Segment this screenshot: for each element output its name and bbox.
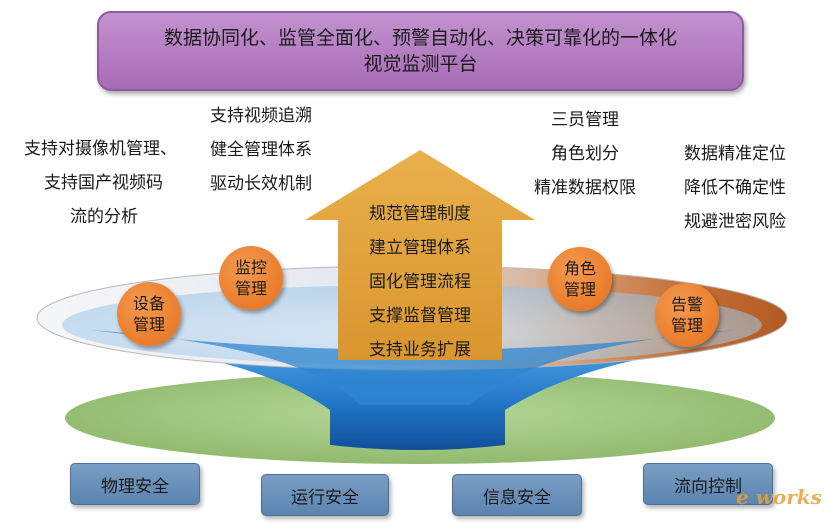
- circle-alarm-line1: 告警: [670, 295, 703, 314]
- circle-device-management: 设备 管理: [117, 282, 181, 346]
- circle-alarm-line2: 管理: [670, 316, 703, 335]
- base-box-flow-control: 流向控制: [643, 463, 773, 505]
- up-arrow: [305, 150, 535, 360]
- eworks-logo: e works: [736, 485, 822, 509]
- circle-alarm-management: 告警 管理: [655, 283, 719, 347]
- left-feature-1: 支持对摄像机管理、: [24, 139, 177, 159]
- circle-role-line1: 角色: [563, 259, 596, 278]
- arrow-item-4: 支撑监督管理: [369, 306, 471, 326]
- center-right-feature-1: 三员管理: [551, 110, 619, 130]
- center-right-feature-list: 三员管理 角色划分 精准数据权限: [525, 103, 645, 205]
- right-feature-3: 规避泄密风险: [684, 212, 786, 232]
- platform-title-box: 数据协同化、监管全面化、预警自动化、决策可靠化的一体化 视觉监测平台: [97, 11, 744, 91]
- circle-device-line2: 管理: [132, 315, 165, 334]
- right-feature-1: 数据精准定位: [684, 144, 786, 164]
- left-feature-3: 流的分析: [70, 207, 138, 227]
- center-left-feature-2: 健全管理体系: [210, 140, 312, 160]
- center-right-feature-2: 角色划分: [551, 144, 619, 164]
- circle-monitor-line2: 管理: [234, 279, 267, 298]
- circle-device-line1: 设备: [132, 294, 165, 313]
- arrow-item-2: 建立管理体系: [369, 238, 471, 258]
- circle-monitor-line1: 监控: [234, 258, 267, 277]
- platform-title-line2: 视觉监测平台: [363, 53, 478, 75]
- base-box-physical-security: 物理安全: [70, 463, 200, 505]
- right-feature-list: 数据精准定位 降低不确定性 规避泄密风险: [684, 137, 786, 239]
- left-feature-list: 支持对摄像机管理、 支持国产视频码 流的分析: [24, 132, 177, 234]
- arrow-item-5: 支持业务扩展: [369, 340, 471, 360]
- center-left-feature-1: 支持视频追溯: [210, 106, 312, 126]
- circle-role-line2: 管理: [563, 280, 596, 299]
- platform-title-line1: 数据协同化、监管全面化、预警自动化、决策可靠化的一体化: [163, 27, 677, 49]
- right-feature-2: 降低不确定性: [684, 178, 786, 198]
- circle-monitor-management: 监控 管理: [219, 246, 283, 310]
- center-right-feature-3: 精准数据权限: [534, 178, 636, 198]
- arrow-item-1: 规范管理制度: [369, 204, 471, 224]
- base-box-information-security: 信息安全: [452, 474, 582, 516]
- left-feature-2: 支持国产视频码: [44, 173, 163, 193]
- center-left-feature-3: 驱动长效机制: [210, 174, 312, 194]
- base-box-operation-security: 运行安全: [261, 474, 389, 516]
- center-left-feature-list: 支持视频追溯 健全管理体系 驱动长效机制: [210, 99, 312, 201]
- funnel-throat: [90, 330, 735, 405]
- arrow-item-list: 规范管理制度 建立管理体系 固化管理流程 支撑监督管理 支持业务扩展: [340, 197, 500, 367]
- arrow-item-3: 固化管理流程: [369, 272, 471, 292]
- circle-role-management: 角色 管理: [548, 247, 612, 311]
